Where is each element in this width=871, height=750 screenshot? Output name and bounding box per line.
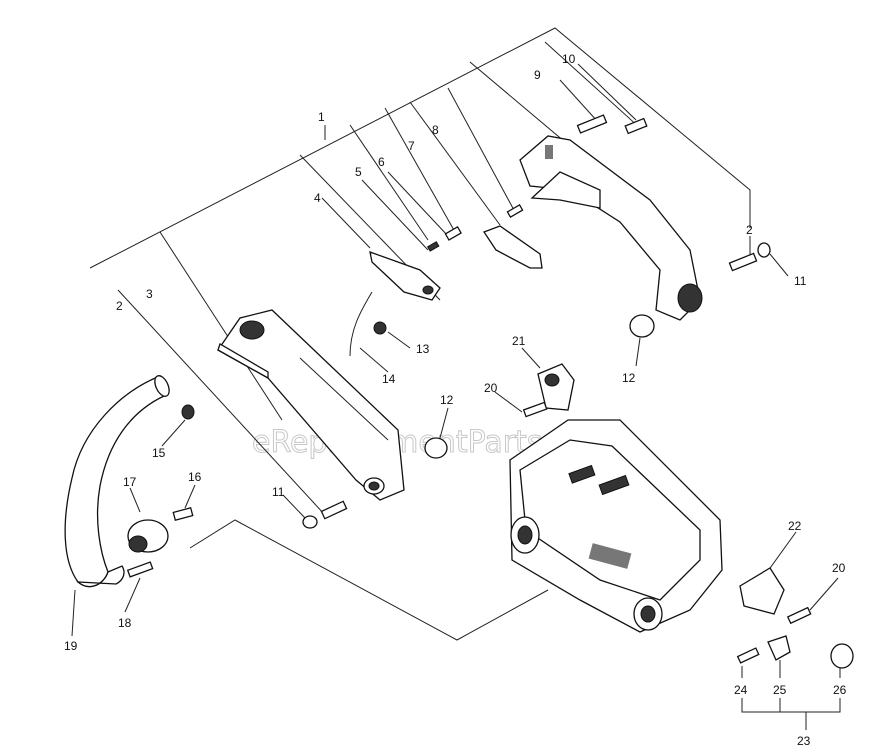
callout-20-center: 20 (484, 381, 498, 395)
callout-4: 4 (314, 191, 321, 205)
clamp-17-part (127, 519, 169, 553)
callout-7: 7 (408, 139, 415, 153)
front-handle-part (64, 375, 170, 588)
nut-13-part (373, 321, 387, 335)
callout-20-right: 20 (832, 561, 846, 575)
crankcase-part (509, 419, 723, 633)
callout-13: 13 (416, 342, 430, 356)
assembly-bracket-lines (89, 27, 751, 641)
lever-4-part (369, 250, 441, 301)
callout-9: 9 (534, 68, 541, 82)
callout-2-left: 2 (116, 299, 123, 313)
callout-1: 1 (318, 110, 325, 124)
callout-14: 14 (382, 372, 396, 386)
rear-handle-part (519, 135, 703, 321)
washer-11-part (757, 242, 771, 258)
callout-16: 16 (188, 470, 202, 484)
clip-25-part (767, 635, 791, 661)
ring-26-part (830, 643, 854, 669)
callout-2-right: 2 (746, 223, 753, 237)
pin-5-part (426, 241, 440, 252)
callout-17: 17 (123, 475, 137, 489)
screw-20b-part (786, 606, 812, 625)
callout-23: 23 (797, 734, 811, 748)
callout-15: 15 (152, 446, 166, 460)
screw-2-part (728, 252, 758, 272)
bolt-9-part (576, 114, 608, 134)
bolt-10-part (624, 117, 648, 135)
callout-3: 3 (146, 287, 153, 301)
callout-18: 18 (118, 616, 132, 630)
callout-8: 8 (432, 123, 439, 137)
plate-22-part (739, 567, 785, 615)
callout-26: 26 (833, 683, 847, 697)
spring-8-part (506, 204, 524, 218)
callout-24: 24 (734, 683, 748, 697)
bolt-16-part (172, 507, 194, 521)
screw-2b-part (320, 500, 348, 520)
callout-10: 10 (562, 52, 576, 66)
callout-labels: 1 2 2 3 4 5 6 7 8 9 10 11 11 12 12 13 14… (64, 52, 847, 748)
callout-25: 25 (773, 683, 787, 697)
callout-22: 22 (788, 519, 802, 533)
spring-14-part (349, 291, 373, 357)
handle-bracket-part (217, 309, 405, 501)
callout-19: 19 (64, 639, 78, 653)
callout-12-right: 12 (622, 371, 636, 385)
callout-21: 21 (512, 334, 526, 348)
pin-6-part (444, 226, 462, 241)
callout-6: 6 (378, 155, 385, 169)
callout-11-left: 11 (272, 485, 285, 499)
latch-7-part (483, 225, 543, 269)
leader-lines (71, 63, 841, 730)
callout-5: 5 (355, 165, 362, 179)
washer-11b-part (302, 515, 318, 529)
callout-11-right: 11 (794, 274, 807, 288)
bolt-15-part (181, 404, 195, 420)
mount-12-part (629, 314, 655, 338)
screw-24-part (736, 647, 760, 664)
screw-18-part (126, 561, 154, 578)
callout-12-center: 12 (440, 393, 454, 407)
mount-12b-part (424, 437, 448, 459)
screw-20-part (522, 401, 548, 418)
